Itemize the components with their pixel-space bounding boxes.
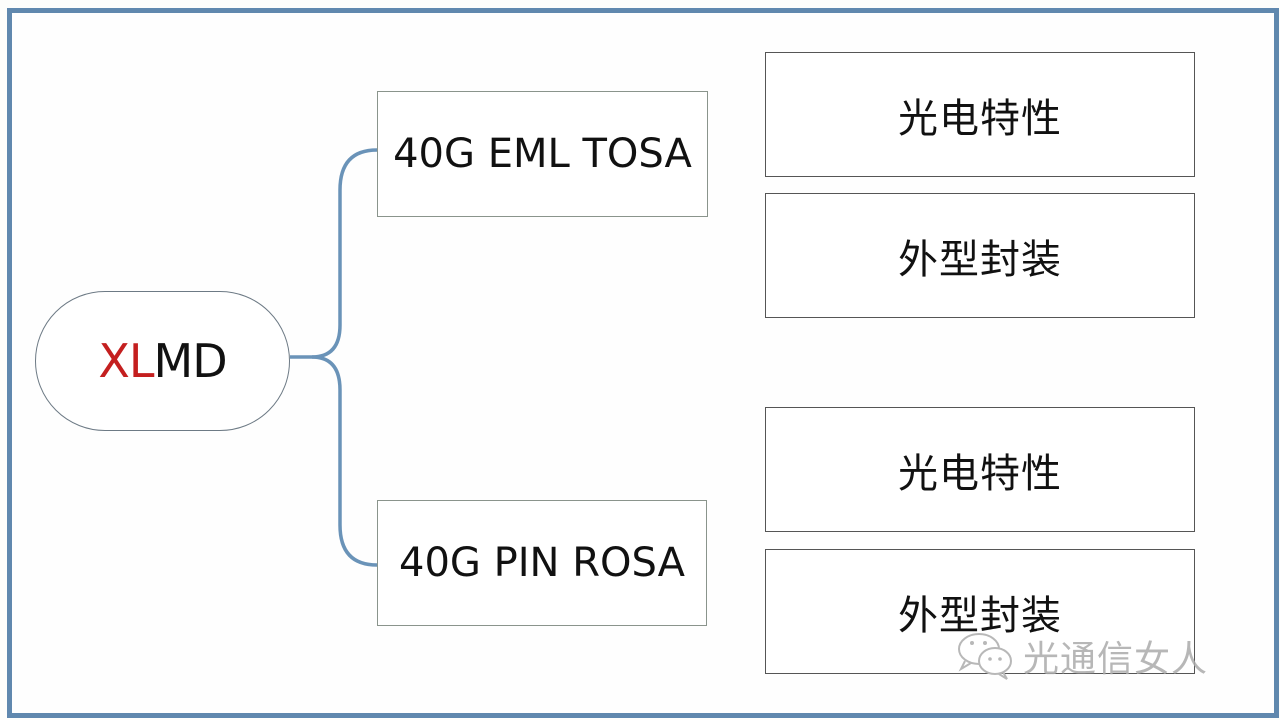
- leaf-node-tosa-packaging[interactable]: 外型封装: [765, 193, 1195, 318]
- leaf-node-rosa-optoelectronic[interactable]: 光电特性: [765, 407, 1195, 532]
- root-label-highlight: XL: [98, 334, 154, 388]
- branch-node-rosa[interactable]: 40G PIN ROSA: [377, 500, 707, 626]
- leaf-node-tosa-optoelectronic[interactable]: 光电特性: [765, 52, 1195, 177]
- leaf-node-rosa-packaging[interactable]: 外型封装: [765, 549, 1195, 674]
- watermark: 光通信女人: [955, 628, 1208, 684]
- watermark-text: 光通信女人: [1023, 639, 1209, 680]
- root-label-rest: MD: [153, 334, 228, 388]
- wechat-icon: [958, 633, 1012, 680]
- branch-node-tosa[interactable]: 40G EML TOSA: [377, 91, 708, 217]
